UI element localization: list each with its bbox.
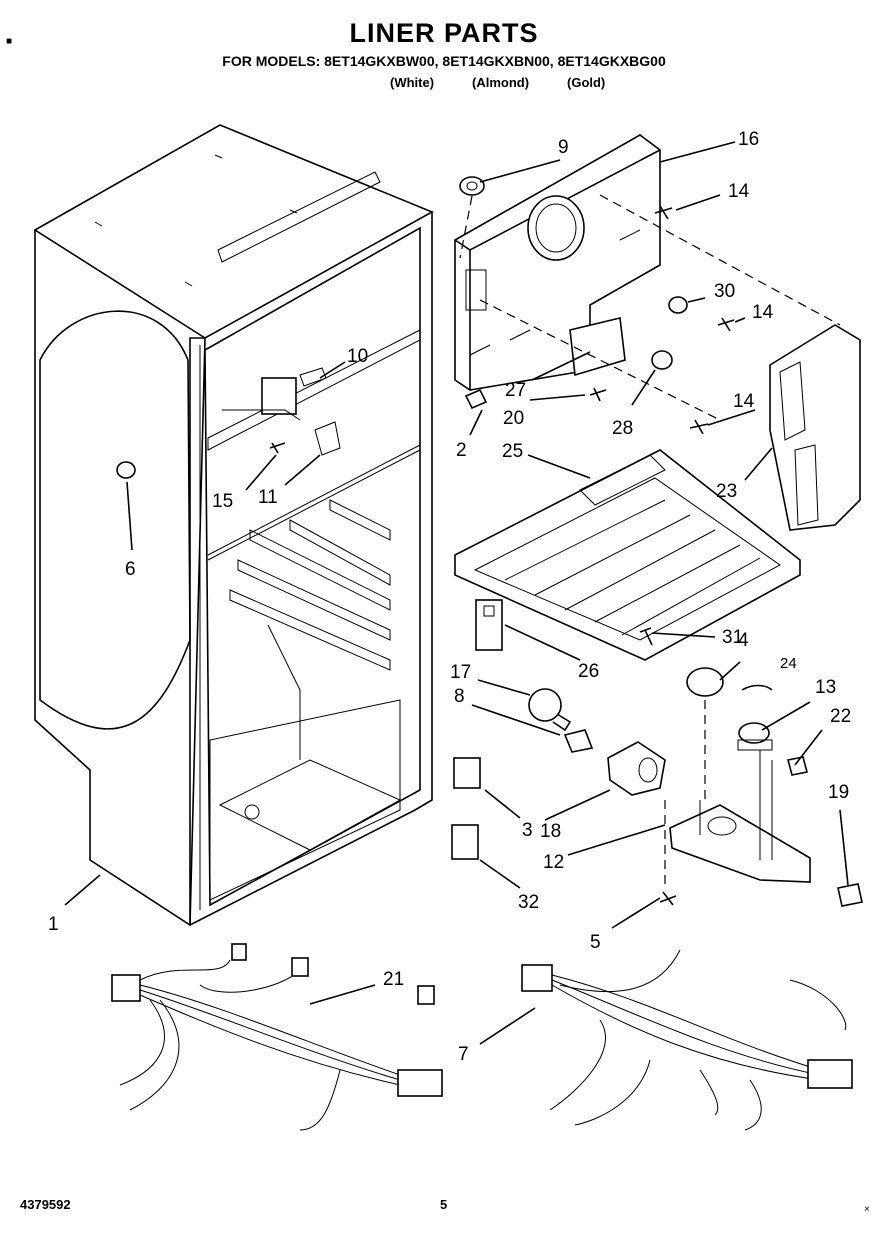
callout-13: 13 [815,677,836,698]
callout-8: 8 [454,686,465,707]
part-23-control-housing [769,324,861,531]
part-21-harness [111,943,443,1131]
callout-4: 4 [738,630,749,651]
part-19-connector [837,883,863,907]
part-2-clip [464,388,488,410]
callout-21: 21 [383,969,404,990]
callout-numbers: 1 2 3 4 5 6 7 8 9 10 11 12 13 14 14 14 1… [48,129,851,1065]
finish-almond: (Almond) [472,75,530,90]
models-line: FOR MODELS: 8ET14GKXBW00, 8ET14GKXBN00, … [222,53,666,69]
part-22-clip [787,756,808,776]
callout-9: 9 [558,137,569,158]
part-5-screw [659,891,677,906]
part-32-switch [451,824,479,860]
callout-18: 18 [540,821,561,842]
callout-2: 2 [456,440,467,461]
callout-6: 6 [125,559,136,580]
callout-25: 25 [502,441,523,462]
part-7-harness [521,949,853,1131]
part-26-socket [475,599,503,651]
part-6-plug [116,461,136,479]
callout-31: 31 [722,627,743,648]
callout-14b: 14 [752,302,774,323]
part-4-knob [686,667,724,697]
part-15-screw [269,442,286,454]
finish-gold: (Gold) [567,75,606,90]
callout-10: 10 [347,346,368,367]
part-12-control-box [669,750,811,883]
part-18-lens [607,741,666,796]
part-17-bulb [528,688,572,732]
callout-14a: 14 [728,181,750,202]
callout-1: 1 [48,914,59,935]
part-31-screw [639,627,653,646]
part-3-switch [453,757,481,789]
callout-28: 28 [612,418,633,439]
part-8-socket [563,729,594,753]
callout-22: 22 [830,706,851,727]
callout-17: 17 [450,662,471,683]
finish-white: (White) [390,75,435,90]
cabinet-liner [33,124,434,927]
callout-23: 23 [716,481,737,502]
callout-11: 11 [258,487,278,508]
leader-lines [64,141,849,1045]
part-24-spring [741,684,773,691]
part-20-screw [589,387,607,402]
part-13-thermostat [737,722,773,751]
callout-26: 26 [578,661,599,682]
part-9-grommet [459,176,485,196]
callout-7: 7 [458,1044,469,1065]
callout-19: 19 [828,782,849,803]
page-number: 5 [440,1197,448,1212]
part-16-rear-panel [454,134,673,391]
callout-27: 27 [505,380,526,401]
callout-32: 32 [518,892,539,913]
part-25-shelf [454,449,801,661]
part-14-screws [654,205,735,435]
document-number: 4379592 [20,1197,71,1212]
part-30-grommet [668,296,688,314]
callout-20: 20 [503,408,524,429]
page-title: LINER PARTS [349,18,539,48]
callout-14c: 14 [733,391,755,412]
callout-12: 12 [543,852,564,873]
callout-5: 5 [590,932,601,953]
callout-15: 15 [212,491,233,512]
callout-16: 16 [738,129,759,150]
corner-mark-bottom: × [864,1204,870,1215]
callout-30: 30 [714,281,735,302]
callout-3: 3 [522,820,533,841]
callout-24: 24 [780,655,797,672]
corner-mark: ■ [6,36,13,47]
